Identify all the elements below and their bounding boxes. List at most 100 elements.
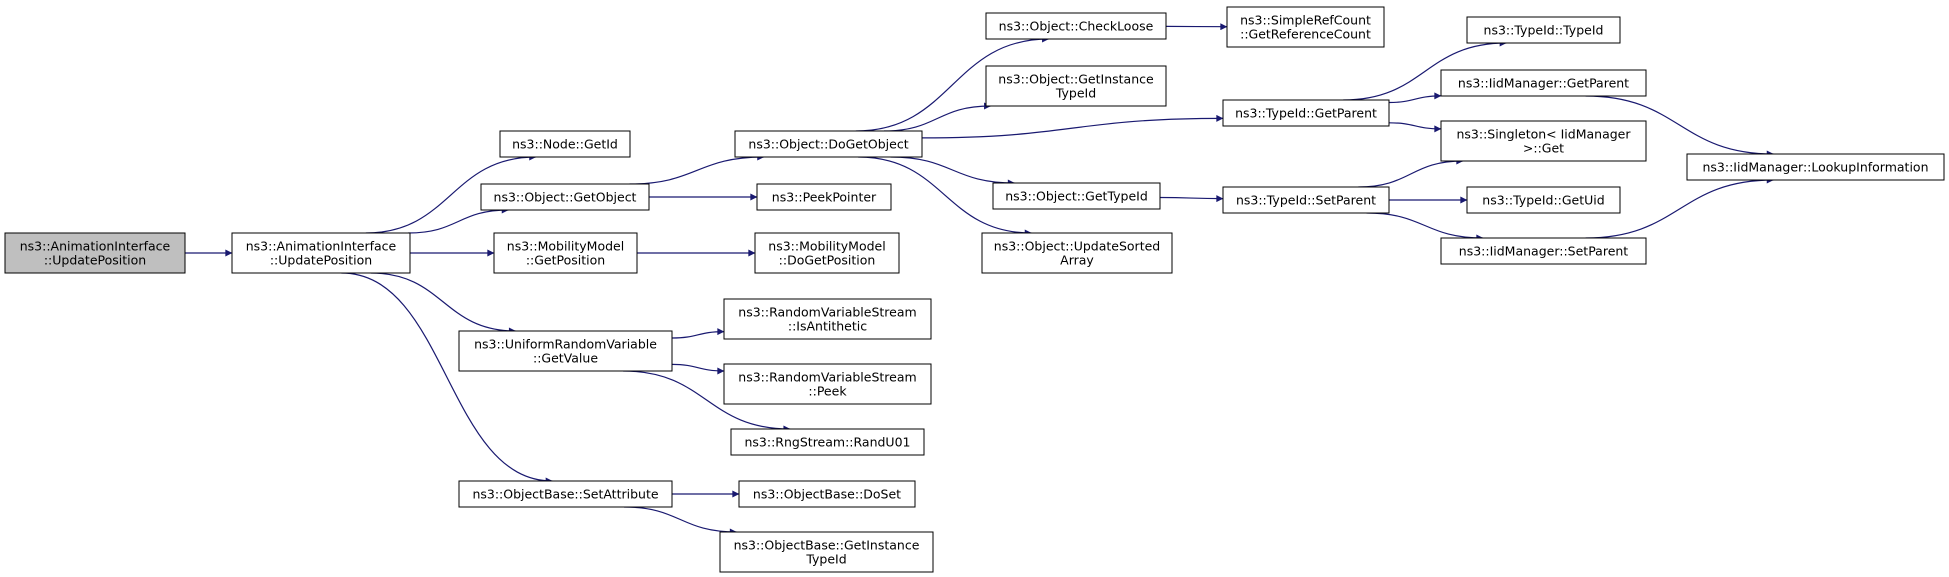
node-peekpointer[interactable]: ns3::PeekPointer [756, 183, 892, 211]
node-ob-setattr[interactable]: ns3::ObjectBase::SetAttribute [458, 480, 673, 508]
node-label-line: ns3::Object::UpdateSorted [994, 239, 1160, 254]
node-label-line: ns3::IidManager::LookupInformation [1702, 160, 1928, 175]
node-box[interactable] [738, 480, 916, 508]
node-box[interactable] [1466, 186, 1621, 214]
node-obj-dogetobject[interactable]: ns3::Object::DoGetObject [734, 130, 923, 158]
node-label-line: ns3::IidManager::SetParent [1459, 244, 1629, 259]
node-box[interactable] [1686, 153, 1945, 181]
node-singleton-get[interactable]: ns3::Singleton< IidManager>::Get [1440, 120, 1647, 162]
call-edge-ai_update-to-urv_getvalue [370, 272, 516, 335]
node-box[interactable] [981, 232, 1173, 274]
node-label-line: ::GetPosition [526, 253, 605, 268]
node-tid-getuid[interactable]: ns3::TypeId::GetUid [1466, 186, 1621, 214]
node-label-line: ns3::TypeId::TypeId [1484, 23, 1604, 38]
node-obj-checkloose[interactable]: ns3::Object::CheckLoose [985, 12, 1167, 40]
call-edge-obj_getobject-to-obj_dogetobject [629, 153, 765, 185]
node-label-line: ns3::RandomVariableStream [738, 370, 916, 385]
call-edge-ai_update-to-ob_setattr [341, 272, 553, 485]
node-label-line: ns3::TypeId::GetParent [1235, 106, 1377, 121]
node-label-line: TypeId [1055, 86, 1096, 101]
node-label-line: ns3::RandomVariableStream [738, 305, 916, 320]
node-mob-getpos[interactable]: ns3::MobilityModel::GetPosition [493, 232, 638, 274]
node-box[interactable] [1440, 120, 1647, 162]
node-box[interactable] [730, 428, 925, 456]
node-label-line: ns3::Singleton< IidManager [1456, 127, 1631, 142]
node-ai-update[interactable]: ns3::AnimationInterface::UpdatePosition [231, 232, 411, 274]
edge-layer [185, 23, 1774, 536]
node-label-line: ns3::IidManager::GetParent [1458, 76, 1629, 91]
node-box[interactable] [992, 182, 1161, 210]
node-box[interactable] [1226, 6, 1385, 48]
node-box[interactable] [985, 12, 1167, 40]
node-box[interactable] [985, 65, 1167, 107]
node-rvs-peek[interactable]: ns3::RandomVariableStream::Peek [723, 363, 932, 405]
node-rvs-isanti[interactable]: ns3::RandomVariableStream::IsAntithetic [723, 298, 932, 340]
node-rng-randu01[interactable]: ns3::RngStream::RandU01 [730, 428, 925, 456]
node-label-line: ns3::AnimationInterface [20, 239, 171, 254]
call-edge-ai_update-to-obj_getobject [408, 206, 509, 234]
node-label-line: ::GetReferenceCount [1240, 27, 1371, 42]
node-label-line: ns3::MobilityModel [507, 239, 624, 254]
call-edge-tid_getparent-to-singleton_get [1388, 122, 1442, 133]
call-edge-urv_getvalue-to-rvs_isanti [671, 328, 725, 339]
call-edge-obj_dogetobject-to-obj_getinst [883, 102, 992, 132]
call-edge-urv_getvalue-to-rvs_peek [671, 363, 725, 375]
node-box[interactable] [231, 232, 411, 274]
call-edge-obj_dogetobject-to-obj_gettypeid [890, 156, 1015, 187]
node-urv-getvalue[interactable]: ns3::UniformRandomVariable::GetValue [458, 330, 673, 372]
node-layer: ns3::AnimationInterface::UpdatePositionn… [4, 6, 1945, 573]
call-edge-iid_getparent-to-iid_lookup [1585, 95, 1774, 158]
node-label-line: ::GetValue [533, 351, 598, 366]
node-box[interactable] [493, 232, 638, 274]
node-root[interactable]: ns3::AnimationInterface::UpdatePosition [4, 232, 186, 274]
node-box[interactable] [458, 330, 673, 372]
node-box[interactable] [719, 531, 934, 573]
node-box[interactable] [754, 232, 900, 274]
node-box[interactable] [499, 130, 631, 158]
call-edge-tid_getparent-to-iid_getparent [1388, 92, 1442, 104]
node-mob-dogetpos[interactable]: ns3::MobilityModel::DoGetPosition [754, 232, 900, 274]
node-tid-setparent[interactable]: ns3::TypeId::SetParent [1222, 186, 1390, 214]
node-iid-getparent[interactable]: ns3::IidManager::GetParent [1440, 69, 1647, 97]
node-label-line: ::DoGetPosition [779, 253, 876, 268]
node-box[interactable] [723, 298, 932, 340]
node-label-line: ns3::SimpleRefCount [1240, 13, 1371, 28]
node-label-line: ::UpdatePosition [44, 253, 146, 268]
node-label-line: Array [1060, 253, 1094, 268]
node-box[interactable] [1440, 237, 1647, 265]
node-box[interactable] [4, 232, 186, 274]
node-box[interactable] [480, 183, 650, 211]
node-node-getid[interactable]: ns3::Node::GetId [499, 130, 631, 158]
node-box[interactable] [1222, 99, 1390, 127]
node-label-line: ::Peek [808, 384, 847, 399]
node-iid-lookup[interactable]: ns3::IidManager::LookupInformation [1686, 153, 1945, 181]
node-tid-typeid[interactable]: ns3::TypeId::TypeId [1466, 16, 1621, 44]
node-box[interactable] [458, 480, 673, 508]
call-edge-obj_dogetobject-to-obj_updatesorted [858, 156, 1032, 237]
node-obj-getobject[interactable]: ns3::Object::GetObject [480, 183, 650, 211]
node-iid-setparent[interactable]: ns3::IidManager::SetParent [1440, 237, 1647, 265]
node-label-line: ::UpdatePosition [270, 253, 372, 268]
node-ob-doset[interactable]: ns3::ObjectBase::DoSet [738, 480, 916, 508]
node-obj-gettypeid[interactable]: ns3::Object::GetTypeId [992, 182, 1161, 210]
node-label-line: TypeId [805, 552, 846, 567]
node-box[interactable] [1222, 186, 1390, 214]
node-box[interactable] [756, 183, 892, 211]
call-edge-ai_update-to-node_getid [365, 153, 537, 234]
node-box[interactable] [723, 363, 932, 405]
call-edge-ob_setattr-to-ob_getinst [623, 506, 737, 536]
call-edge-obj_dogetobject-to-tid_getparent [921, 114, 1224, 139]
node-label-line: ns3::MobilityModel [768, 239, 885, 254]
node-tid-getparent[interactable]: ns3::TypeId::GetParent [1222, 99, 1390, 127]
node-label-line: ns3::UniformRandomVariable [474, 337, 657, 352]
node-box[interactable] [734, 130, 923, 158]
node-box[interactable] [1466, 16, 1621, 44]
node-box[interactable] [1440, 69, 1647, 97]
node-label-line: ns3::ObjectBase::SetAttribute [472, 487, 658, 502]
node-srcount[interactable]: ns3::SimpleRefCount::GetReferenceCount [1226, 6, 1385, 48]
node-label-line: ns3::ObjectBase::DoSet [753, 487, 901, 502]
call-edge-urv_getvalue-to-rng_randu01 [623, 370, 791, 433]
